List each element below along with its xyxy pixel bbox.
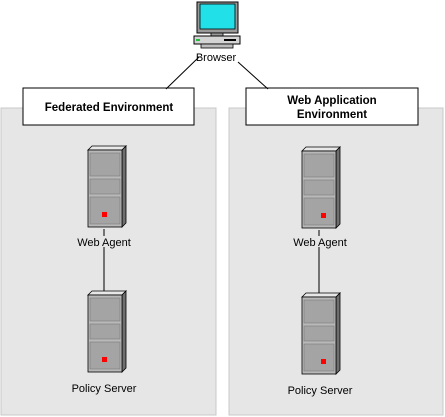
panel-title-line-1: Web Application <box>287 95 376 107</box>
connector-browser-right <box>237 61 269 90</box>
panel-title-box <box>22 87 195 126</box>
right-agent-label: Web Agent <box>293 237 347 249</box>
left-agent-label: Web Agent <box>77 237 131 249</box>
server-icon <box>301 292 341 375</box>
server-icon <box>87 290 127 373</box>
browser-label: Browser <box>196 52 237 64</box>
panel-title-line-2: Environment <box>297 109 367 121</box>
server-icon <box>301 146 341 229</box>
left-policy-server-label: Policy Server <box>72 383 137 395</box>
right-policy-server-label: Policy Server <box>288 385 353 397</box>
panel-title: Federated Environment <box>45 102 174 114</box>
connector-browser-left <box>165 56 200 90</box>
panel-title-box <box>245 87 419 126</box>
server-icon <box>87 145 127 228</box>
computer-icon <box>193 1 241 49</box>
